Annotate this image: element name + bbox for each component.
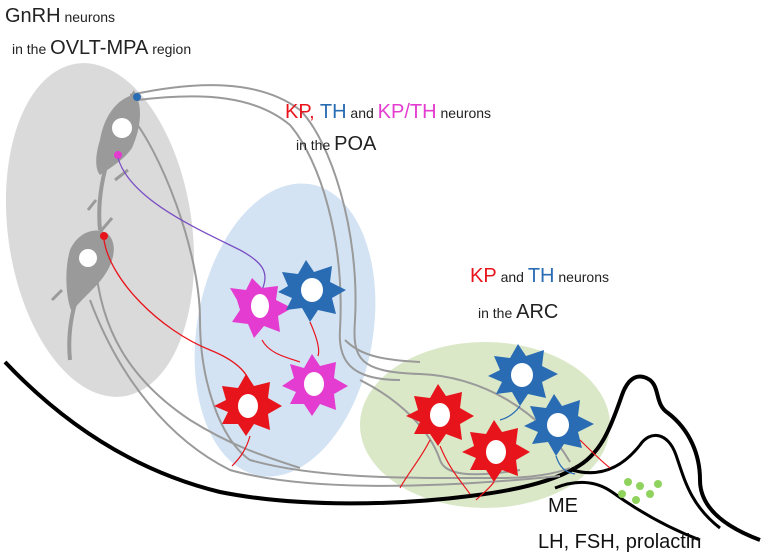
gnrh-label-line2: in the OVLT-MPA region: [12, 37, 191, 59]
arc-region: [360, 342, 610, 508]
poa-interneuron-fibers: [231, 321, 320, 467]
pituitary-outline: [574, 374, 761, 542]
arc-th-fibers: [499, 405, 576, 475]
gnrh-neuron-upper: [86, 90, 140, 231]
gnrh-neuron-lower: [50, 217, 114, 361]
kp-neuron-poa: [214, 374, 282, 436]
hormones-label: LH, FSH, prolactin: [538, 531, 701, 553]
arc-projection-fibers: [399, 439, 611, 501]
gnrh-axon-tracts: [89, 84, 571, 487]
th-neuron-arc-2: [524, 394, 594, 456]
kpth-terminal-gnrh: [114, 151, 122, 159]
median-eminence-lower-outline: [554, 481, 701, 542]
th-neuron-arc-1: [488, 344, 558, 406]
pituitary-inner-outline: [571, 434, 721, 530]
th-neuron-poa: [278, 260, 346, 322]
kp-neuron-arc-2: [462, 420, 530, 482]
poa-label-line2: in the POA: [296, 133, 377, 155]
th-terminal-gnrh: [133, 93, 141, 101]
pituitary-hormone-dots: [618, 478, 662, 504]
kp-terminal-gnrh: [100, 232, 108, 240]
brain-base-outline: [3, 360, 577, 506]
kpth-projection-fiber: [117, 157, 266, 291]
ovlt-mpa-region: [5, 63, 195, 397]
arc-label-line2: in the ARC: [478, 301, 558, 323]
kpth-neuron-poa-2: [282, 354, 348, 416]
me-label: ME: [548, 495, 578, 517]
gnrh-label-line1: GnRH neurons: [5, 5, 115, 27]
arc-label-line1: KP and TH neurons: [470, 265, 609, 287]
kpth-neuron-poa-1: [230, 278, 292, 338]
poa-label-line1: KP, TH and KP/TH neurons: [285, 101, 491, 123]
kp-neuron-arc-1: [406, 384, 474, 446]
kp-projection-fiber: [103, 239, 253, 391]
